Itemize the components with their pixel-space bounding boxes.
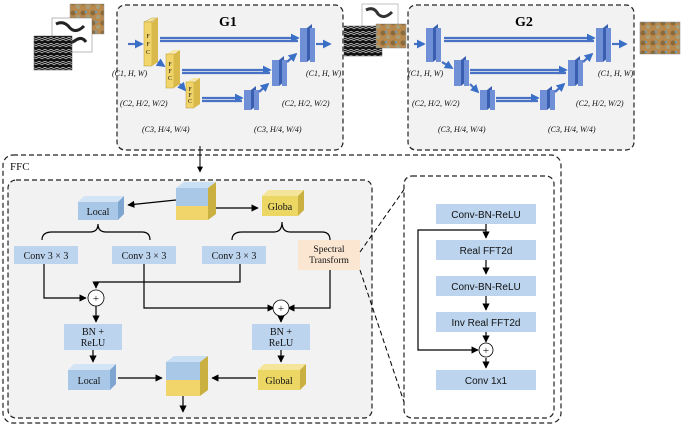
g2-in-c1-label: (C1, H, W) — [408, 69, 443, 78]
svg-text:C: C — [168, 76, 172, 82]
svg-text:BN +ReLU: BN +ReLU — [269, 327, 294, 349]
local-top-box: Local — [78, 196, 124, 220]
g1-out-c1-label: (C1, H, W) — [306, 69, 341, 78]
svg-text:Conv 3 × 3: Conv 3 × 3 — [24, 251, 69, 262]
spectral-detail-box — [403, 175, 555, 419]
spectral-step-box — [436, 204, 536, 224]
svg-text:+: + — [93, 293, 99, 305]
svg-text:F: F — [168, 62, 172, 68]
g2-in-c3-label: (C3, H/4, W/4) — [438, 125, 486, 134]
global-top-box: Globa — [262, 190, 304, 216]
g2-out-c1-label: (C1, H, W) — [598, 69, 633, 78]
g1-generator: G1 F F C F F C F F C — [112, 4, 344, 151]
svg-text:Globa: Globa — [268, 202, 293, 213]
svg-text:BN +ReLU: BN +ReLU — [81, 327, 106, 349]
spectral-step-label: Conv-BN-ReLU — [451, 282, 520, 293]
bn-relu-local — [64, 324, 122, 350]
decoder-blocks-g2 — [540, 24, 611, 110]
ffc-block-3: F F C — [185, 78, 200, 109]
svg-text:F: F — [146, 42, 150, 48]
spectral-plus-label: + — [483, 345, 489, 357]
global-bottom-box: Global — [258, 364, 306, 390]
svg-text:Local: Local — [87, 207, 110, 218]
plus-node-local: + — [87, 289, 105, 307]
conv-local-global — [112, 246, 176, 264]
spectral-step-label: Real FFT2d — [460, 246, 513, 257]
svg-text:Conv 3 × 3: Conv 3 × 3 — [122, 251, 167, 262]
g1-title: G1 — [219, 15, 237, 30]
g1-in-c1-label: (C1, H, W) — [112, 69, 147, 78]
svg-text:F: F — [188, 87, 192, 93]
spectral-step-label: Conv 1x1 — [465, 376, 508, 387]
intermediate-images — [343, 3, 407, 57]
spectral-step-label: Inv Real FFT2d — [452, 318, 521, 329]
svg-text:F: F — [146, 34, 150, 40]
spectral-step-box — [436, 240, 536, 260]
conv-global-local — [202, 246, 266, 264]
svg-text:Global: Global — [265, 376, 292, 387]
g2-generator: G2 (C1, H, W) (C2, H/2, W/ — [407, 4, 635, 151]
ffc-detail-panel: FFC Local Globa Co — [2, 146, 562, 424]
input-feature-cube — [176, 182, 216, 220]
spectral-transform-box — [298, 240, 360, 270]
svg-text:+: + — [278, 303, 284, 315]
svg-text:F: F — [168, 69, 172, 75]
spectral-step-box — [436, 370, 536, 390]
input-images — [33, 3, 105, 71]
g2-in-c2-label: (C2, H/2, W/2) — [412, 99, 460, 108]
svg-text:F: F — [188, 93, 192, 99]
svg-text:Conv 3 × 3: Conv 3 × 3 — [212, 251, 257, 262]
spectral-step-label: Conv-BN-ReLU — [451, 210, 520, 221]
output-feature-cube — [166, 356, 208, 396]
g1-out-c2-label: (C2, H/2, W/2) — [282, 99, 330, 108]
g2-out-c3-label: (C3, H/4, W/4) — [548, 125, 596, 134]
spectral-step-box — [436, 276, 536, 296]
spectral-plus-node — [478, 342, 494, 358]
g1-in-c2-label: (C2, H/2, W/2) — [120, 99, 168, 108]
ffc-title: FFC — [10, 161, 30, 173]
local-bottom-box: Local — [68, 364, 116, 390]
decoder-blocks-g1 — [244, 24, 315, 110]
svg-text:C: C — [146, 50, 150, 56]
g1-out-c3-label: (C3, H/4, W/4) — [254, 125, 302, 134]
svg-text:C: C — [188, 99, 192, 105]
encoder-blocks-g2 — [426, 24, 495, 110]
ffc-block-2: F F C — [165, 50, 180, 89]
g2-out-c2-label: (C2, H/2, W/2) — [576, 99, 624, 108]
output-image — [639, 21, 681, 55]
spectral-step-box — [436, 312, 536, 332]
g1-in-c3-label: (C3, H/4, W/4) — [142, 125, 190, 134]
plus-node-global: + — [272, 299, 290, 317]
bn-relu-global — [252, 324, 310, 350]
g2-title: G2 — [515, 15, 533, 30]
conv-local-local — [14, 246, 78, 264]
ffc-block-1: F F C — [143, 17, 159, 67]
svg-text:Local: Local — [78, 376, 101, 387]
